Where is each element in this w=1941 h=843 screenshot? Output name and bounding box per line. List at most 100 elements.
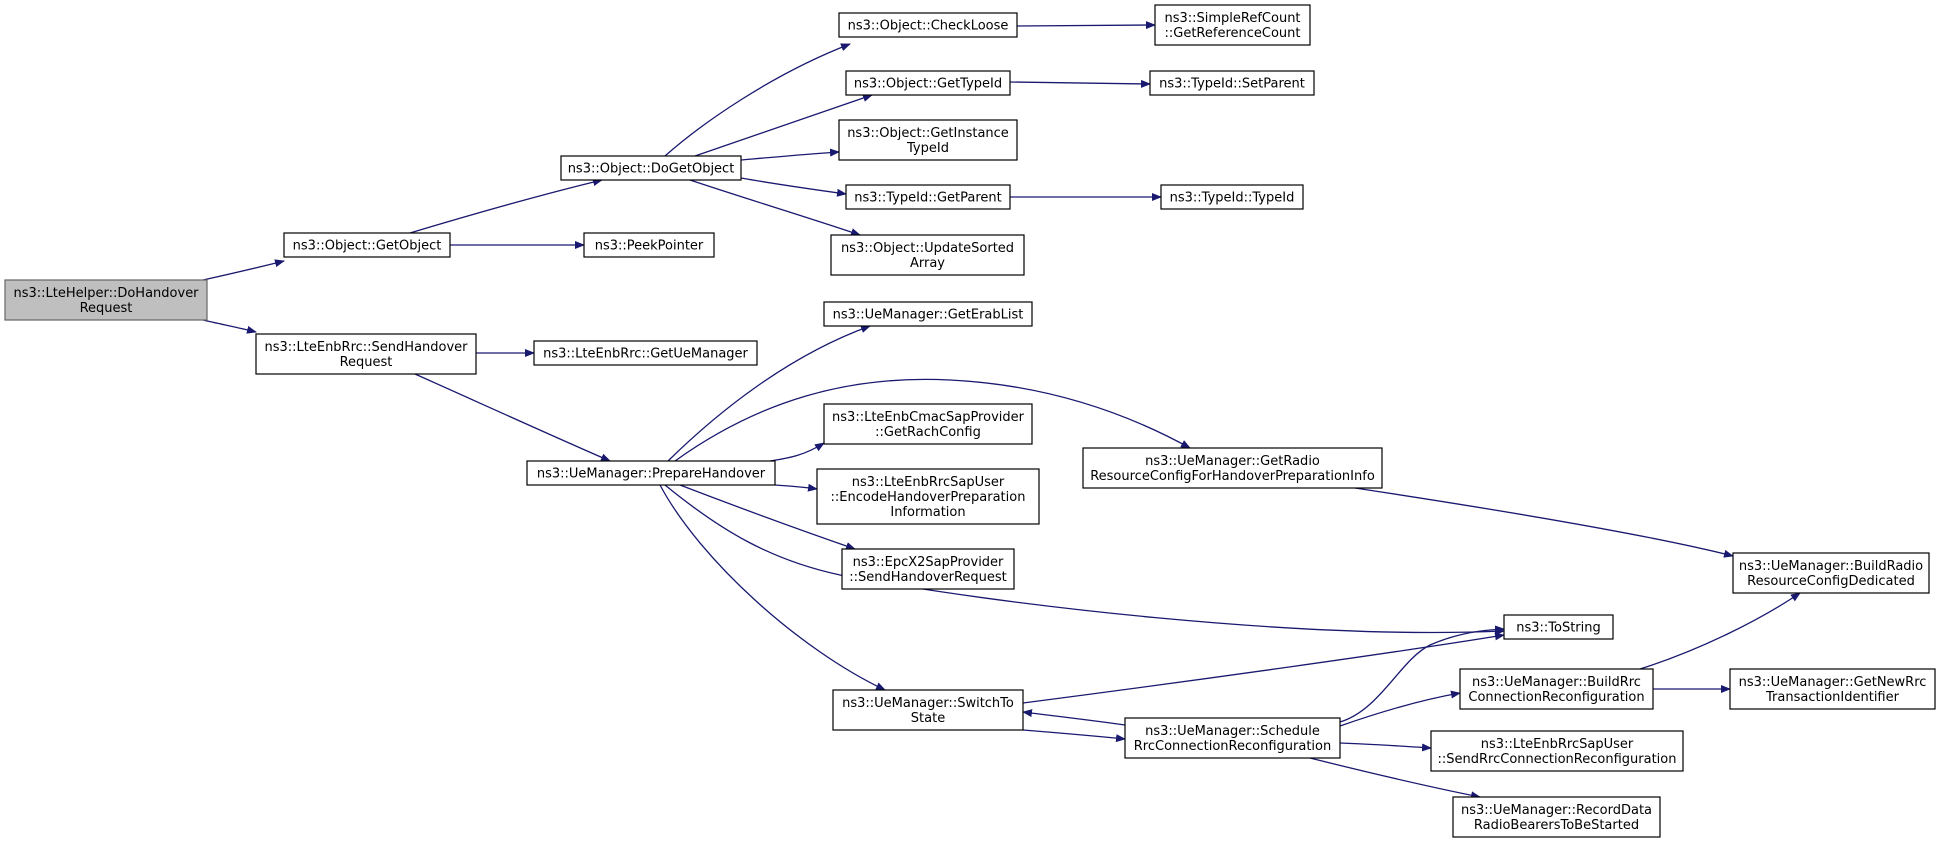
- node-box: [1452, 796, 1661, 838]
- node-box: [1160, 184, 1304, 210]
- node-label-line: ns3::ToString: [1516, 621, 1601, 636]
- node-label-line: TypeId: [906, 141, 949, 156]
- edge-uemanager_preparehandover-to-tostring: [664, 484, 1505, 636]
- node-object_gettypeid[interactable]: ns3::Object::GetTypeId: [845, 70, 1011, 96]
- edge-uemanager_preparehandover-to-lteenbcmacsapprovider_getrachconfig: [769, 442, 825, 462]
- node-object_checkloose[interactable]: ns3::Object::CheckLoose: [838, 12, 1018, 38]
- node-uemanager_schedulerrcconnectionreconfiguration[interactable]: ns3::UeManager::ScheduleRrcConnectionRec…: [1124, 717, 1341, 759]
- node-label-line: ns3::UeManager::SwitchTo: [842, 696, 1014, 711]
- node-box: [1430, 730, 1684, 772]
- node-box: [830, 234, 1025, 276]
- node-uemanager_getnewrrctransactionidentifier[interactable]: ns3::UeManager::GetNewRrcTransactionIden…: [1729, 668, 1936, 710]
- node-uemanager_buildrrcconnectionreconfiguration[interactable]: ns3::UeManager::BuildRrcConnectionReconf…: [1459, 668, 1654, 710]
- node-label-line: ns3::Object::UpdateSorted: [841, 241, 1014, 256]
- node-peekpointer[interactable]: ns3::PeekPointer: [583, 232, 715, 258]
- node-box: [832, 689, 1024, 731]
- node-label-line: ns3::LteEnbRrc::SendHandover: [264, 340, 468, 355]
- node-box: [1149, 70, 1315, 96]
- node-typeid_setparent[interactable]: ns3::TypeId::SetParent: [1149, 70, 1315, 96]
- edge-uemanager_preparehandover-to-uemanager_getradioresourceconfigforhandoverpreparationinfo: [674, 378, 1191, 462]
- node-uemanager_geterablist[interactable]: ns3::UeManager::GetErabList: [823, 301, 1033, 327]
- node-box: [816, 468, 1040, 525]
- node-label-line: ns3::Object::GetTypeId: [854, 77, 1002, 92]
- node-label-line: ns3::UeManager::GetRadio: [1145, 454, 1320, 469]
- node-box: [560, 155, 742, 181]
- edge-uemanager_schedulerrcconnectionreconfiguration-to-lteenbrrcsapuser_sendrrcconnectionreconfiguration: [1339, 742, 1432, 752]
- edge-object_checkloose-to-simplerefcount_getreferencecount: [1016, 21, 1156, 30]
- node-label-line: State: [911, 711, 945, 726]
- edge-object_dogetobject-to-object_updatesortedarray: [689, 179, 861, 236]
- node-label-line: ns3::Object::CheckLoose: [848, 19, 1009, 34]
- node-label-line: ns3::UeManager::PrepareHandover: [537, 467, 766, 482]
- edge-uemanager_getradioresourceconfigforhandoverpreparationinfo-to-uemanager_buildradioresourceconfigdedicated: [1354, 487, 1734, 558]
- node-label-line: ns3::Object::GetObject: [293, 239, 442, 254]
- node-box: [823, 301, 1033, 327]
- node-label-line: ResourceConfigDedicated: [1747, 574, 1915, 589]
- node-label-line: ns3::UeManager::BuildRrc: [1472, 675, 1641, 690]
- node-label-line: ns3::EpcX2SapProvider: [853, 555, 1004, 570]
- edge-object_getobject-to-object_dogetobject: [409, 178, 603, 234]
- node-uemanager_preparehandover[interactable]: ns3::UeManager::PrepareHandover: [526, 460, 776, 486]
- node-uemanager_getradioresourceconfigforhandoverpreparationinfo[interactable]: ns3::UeManager::GetRadioResourceConfigFo…: [1082, 447, 1383, 489]
- edge-object_dogetobject-to-typeid_getparent: [740, 177, 847, 197]
- node-box: [526, 460, 776, 486]
- node-label-line: ::GetReferenceCount: [1165, 26, 1301, 41]
- node-object_getobject[interactable]: ns3::Object::GetObject: [283, 232, 451, 258]
- node-box: [841, 548, 1015, 590]
- node-uemanager_buildradioresourceconfigdedicated[interactable]: ns3::UeManager::BuildRadioResourceConfig…: [1732, 552, 1930, 594]
- node-box: [1082, 447, 1383, 489]
- node-label-line: ::EncodeHandoverPreparation: [831, 490, 1026, 505]
- node-box: [1503, 614, 1614, 640]
- node-label-line: ::GetRachConfig: [875, 425, 981, 440]
- edge-uemanager_preparehandover-to-epcx2sapprovider_sendhandoverrequest: [679, 484, 856, 550]
- node-lteenbrrcsapuser_encodehandoverpreparationinformation[interactable]: ns3::LteEnbRrcSapUser::EncodeHandoverPre…: [816, 468, 1040, 525]
- node-lteenbcmacsapprovider_getrachconfig[interactable]: ns3::LteEnbCmacSapProvider::GetRachConfi…: [823, 403, 1033, 445]
- edge-object_dogetobject-to-object_getinstancetypeid: [740, 148, 840, 161]
- node-box: [255, 333, 477, 375]
- node-label-line: ns3::LteEnbCmacSapProvider: [832, 410, 1025, 425]
- edge-lteenbrrc_sendhandoverrequest-to-uemanager_preparehandover: [414, 373, 611, 462]
- node-box: [1124, 717, 1341, 759]
- edge-uemanager_preparehandover-to-uemanager_geterablist: [667, 325, 871, 462]
- node-label-line: ns3::LteEnbRrc::GetUeManager: [543, 347, 748, 362]
- node-lteenbrrcsapuser_sendrrcconnectionreconfiguration[interactable]: ns3::LteEnbRrcSapUser::SendRrcConnection…: [1430, 730, 1684, 772]
- node-label-line: Information: [890, 505, 965, 520]
- node-label-line: ns3::TypeId::TypeId: [1170, 191, 1295, 206]
- node-box: [1732, 552, 1930, 594]
- node-label-line: ns3::Object::GetInstance: [847, 126, 1009, 141]
- node-label-line: ns3::TypeId::SetParent: [1159, 77, 1305, 92]
- node-label-line: RadioBearersToBeStarted: [1474, 818, 1639, 833]
- node-box: [533, 340, 758, 366]
- edge-do_handover_request-to-object_getobject: [202, 259, 285, 281]
- node-box: [1729, 668, 1936, 710]
- node-label-line: ns3::UeManager::BuildRadio: [1739, 559, 1923, 574]
- node-box: [823, 403, 1033, 445]
- node-typeid_getparent[interactable]: ns3::TypeId::GetParent: [845, 184, 1011, 210]
- node-typeid_typeid[interactable]: ns3::TypeId::TypeId: [1160, 184, 1304, 210]
- node-label-line: ConnectionReconfiguration: [1468, 690, 1644, 705]
- edge-object_dogetobject-to-object_checkloose: [664, 43, 851, 157]
- node-object_dogetobject[interactable]: ns3::Object::DoGetObject: [560, 155, 742, 181]
- node-lteenbrrc_getuemanager[interactable]: ns3::LteEnbRrc::GetUeManager: [533, 340, 758, 366]
- node-epcx2sapprovider_sendhandoverrequest[interactable]: ns3::EpcX2SapProvider::SendHandoverReque…: [841, 548, 1015, 590]
- node-label-line: Request: [80, 301, 133, 316]
- edge-object_gettypeid-to-typeid_setparent: [1009, 79, 1151, 88]
- node-uemanager_recorddataradiobearerstobestarted[interactable]: ns3::UeManager::RecordDataRadioBearersTo…: [1452, 796, 1661, 838]
- node-label-line: ::SendHandoverRequest: [849, 570, 1007, 585]
- node-box: [838, 12, 1018, 38]
- node-lteenbrrc_sendhandoverrequest[interactable]: ns3::LteEnbRrc::SendHandoverRequest: [255, 333, 477, 375]
- node-label-line: Request: [340, 355, 393, 370]
- node-box: [1154, 4, 1311, 46]
- node-simplerefcount_getreferencecount[interactable]: ns3::SimpleRefCount::GetReferenceCount: [1154, 4, 1311, 46]
- node-tostring[interactable]: ns3::ToString: [1503, 614, 1614, 640]
- edge-object_dogetobject-to-object_gettypeid: [694, 94, 873, 157]
- node-box: [838, 119, 1018, 161]
- edge-uemanager_preparehandover-to-uemanager_switchtostate: [659, 484, 886, 691]
- edge-uemanager_preparehandover-to-lteenbrrcsapuser_encodehandoverpreparationinformation: [774, 483, 818, 492]
